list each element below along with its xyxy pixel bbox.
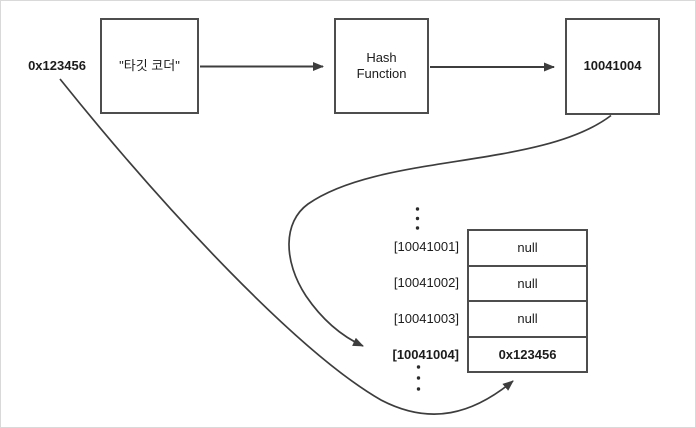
bucket-cell: null [469, 267, 586, 302]
curved-arrow-input-to-bucket-value [59, 78, 514, 415]
bucket-cell-stored-value: 0x123456 [498, 346, 557, 362]
target-code-box: "타깃 코더" [100, 18, 199, 114]
vertical-ellipsis-bottom-icon [416, 365, 421, 391]
bucket-index-label: [10041003] [393, 311, 459, 326]
target-code-box-label: "타깃 코더" [119, 57, 180, 73]
bucket-array-table: null null null 0x123456 [467, 229, 588, 373]
input-address-label: 0x123456 [28, 58, 86, 73]
curved-arrow-result-to-bucket-index [288, 114, 612, 347]
hash-function-box: Hash Function [334, 18, 429, 114]
bucket-index-label: [10041002] [393, 275, 459, 290]
hash-result-box: 10041004 [565, 18, 660, 115]
bucket-cell: null [469, 231, 586, 267]
bucket-index-label: [10041001] [393, 239, 459, 254]
hash-result-box-label: 10041004 [583, 58, 642, 74]
vertical-ellipsis-top-icon [415, 207, 420, 230]
bucket-cell: null [469, 302, 586, 338]
bucket-index-label-highlighted: [10041004] [392, 347, 460, 362]
hash-function-box-label: Hash Function [356, 49, 407, 81]
